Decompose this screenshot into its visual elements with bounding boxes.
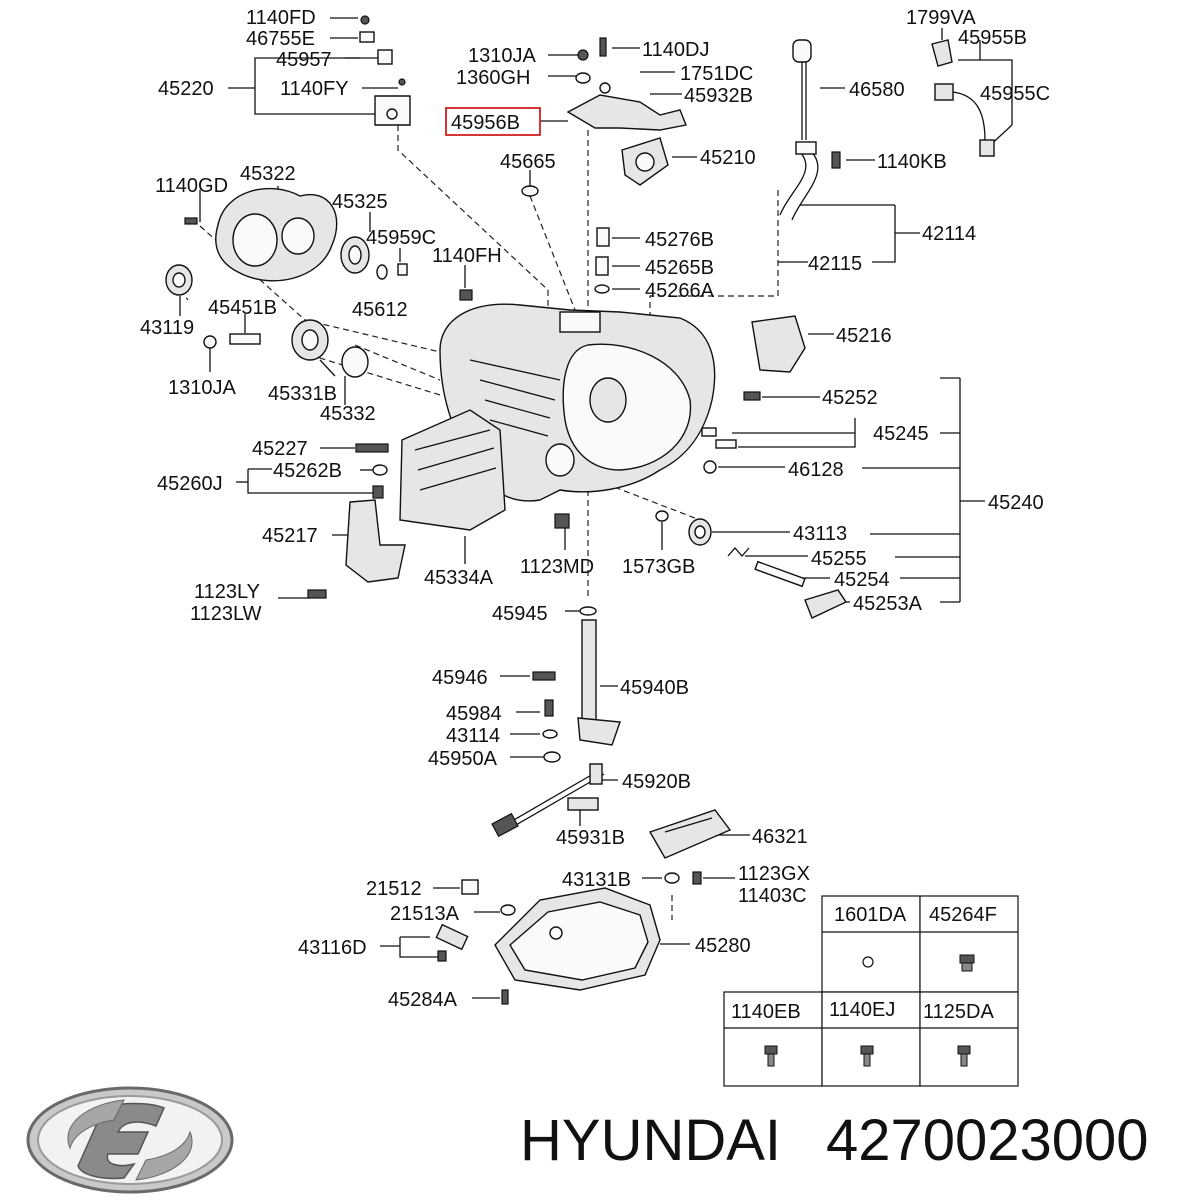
callout-1140FY: 1140FY [280, 78, 349, 100]
callout-45255: 45255 [811, 548, 867, 570]
callout-45217: 45217 [262, 525, 318, 547]
callout-45260J: 45260J [157, 473, 223, 495]
callout-45220: 45220 [158, 78, 214, 100]
callout-45252: 45252 [822, 387, 878, 409]
hyundai-logo [26, 1086, 234, 1194]
callout-46755E: 46755E [246, 28, 315, 50]
callout-45332: 45332 [320, 403, 376, 425]
callout-1123MD: 1123MD [520, 556, 594, 578]
callout-45331B: 45331B [268, 383, 337, 405]
flange-bolt-icon [959, 954, 975, 972]
callout-1360GH: 1360GH [456, 67, 531, 89]
callout-1123LW: 1123LW [190, 603, 262, 625]
callout-45240: 45240 [988, 492, 1044, 514]
bolt-icon [860, 1045, 874, 1067]
callout-45920B: 45920B [622, 771, 691, 793]
table-header-45264F: 45264F [929, 904, 997, 926]
callout-45959C: 45959C [366, 227, 436, 249]
callout-45216: 45216 [836, 325, 892, 347]
callout-45280: 45280 [695, 935, 751, 957]
table-header-1601DA: 1601DA [834, 904, 907, 926]
callout-46580: 46580 [849, 79, 905, 101]
bolt-icon [957, 1045, 971, 1067]
callout-1140KB: 1140KB [877, 151, 947, 173]
callout-43131B: 43131B [562, 869, 631, 891]
highlight-box [445, 107, 541, 136]
callout-45254: 45254 [834, 569, 890, 591]
callout-45984: 45984 [446, 703, 502, 725]
callout-1140FD: 1140FD [246, 7, 316, 29]
callout-45946: 45946 [432, 667, 488, 689]
table-header-1125DA: 1125DA [923, 1001, 994, 1023]
callout-45253A: 45253A [853, 593, 923, 615]
callout-45451B: 45451B [208, 297, 277, 319]
callout-43114: 43114 [446, 725, 500, 747]
callout-45956B-highlighted: 45956B [451, 112, 520, 134]
table-header-1140EJ: 1140EJ [829, 999, 895, 1021]
callout-21512: 21512 [366, 878, 422, 900]
callout-43113: 43113 [793, 523, 847, 545]
callout-46128: 46128 [788, 459, 844, 481]
callout-11403C: 11403C [738, 885, 807, 907]
callout-1123LY: 1123LY [194, 581, 260, 603]
callout-42114: 42114 [922, 223, 976, 245]
washer-icon [862, 956, 874, 968]
callout-43116D: 43116D [298, 937, 367, 959]
callout-45932B: 45932B [684, 85, 753, 107]
bolt-icon [764, 1045, 778, 1067]
table-header-1140EB: 1140EB [731, 1001, 801, 1023]
callout-1310JA-left: 1310JA [168, 377, 236, 399]
part-number: 4270023000 [826, 1108, 1149, 1173]
callout-46321: 46321 [752, 826, 808, 848]
callout-45665: 45665 [500, 151, 556, 173]
callout-45955B: 45955B [958, 27, 1027, 49]
callout-45227: 45227 [252, 438, 308, 460]
callout-45210: 45210 [700, 147, 756, 169]
brand-name: HYUNDAI [520, 1108, 781, 1173]
parts-illustration [165, 15, 995, 1005]
callout-43119: 43119 [140, 317, 194, 339]
fastener-table: 1601DA 45264F 1140EB 1140EJ 1125DA [723, 895, 1019, 1087]
callout-1310JA: 1310JA [468, 45, 536, 67]
callout-1751DC: 1751DC [680, 63, 753, 85]
callout-45950A: 45950A [428, 748, 498, 770]
callout-45940B: 45940B [620, 677, 689, 699]
callout-45265B: 45265B [645, 257, 714, 279]
callout-1573GB: 1573GB [622, 556, 695, 578]
callout-45945: 45945 [492, 603, 548, 625]
callout-45322: 45322 [240, 163, 296, 185]
callout-45245: 45245 [873, 423, 929, 445]
callout-45957: 45957 [276, 49, 332, 71]
callout-1123GX: 1123GX [738, 863, 810, 885]
callout-21513A: 21513A [390, 903, 460, 925]
callout-45931B: 45931B [556, 827, 625, 849]
callout-1140GD: 1140GD [155, 175, 228, 197]
callout-1140FH: 1140FH [432, 245, 502, 267]
callout-45284A: 45284A [388, 989, 458, 1011]
callout-1140DJ: 1140DJ [642, 39, 709, 61]
callout-45955C: 45955C [980, 83, 1050, 105]
callout-45325: 45325 [332, 191, 388, 213]
callout-45262B: 45262B [273, 460, 342, 482]
callout-45276B: 45276B [645, 229, 714, 251]
callout-1799VA: 1799VA [906, 7, 976, 29]
callout-45266A: 45266A [645, 280, 715, 302]
callout-45334A: 45334A [424, 567, 494, 589]
callout-45612: 45612 [352, 299, 408, 321]
callout-labels: 1140FD 46755E 45957 45220 1140FY 1310JA … [140, 7, 1050, 1011]
callout-42115: 42115 [808, 253, 862, 275]
